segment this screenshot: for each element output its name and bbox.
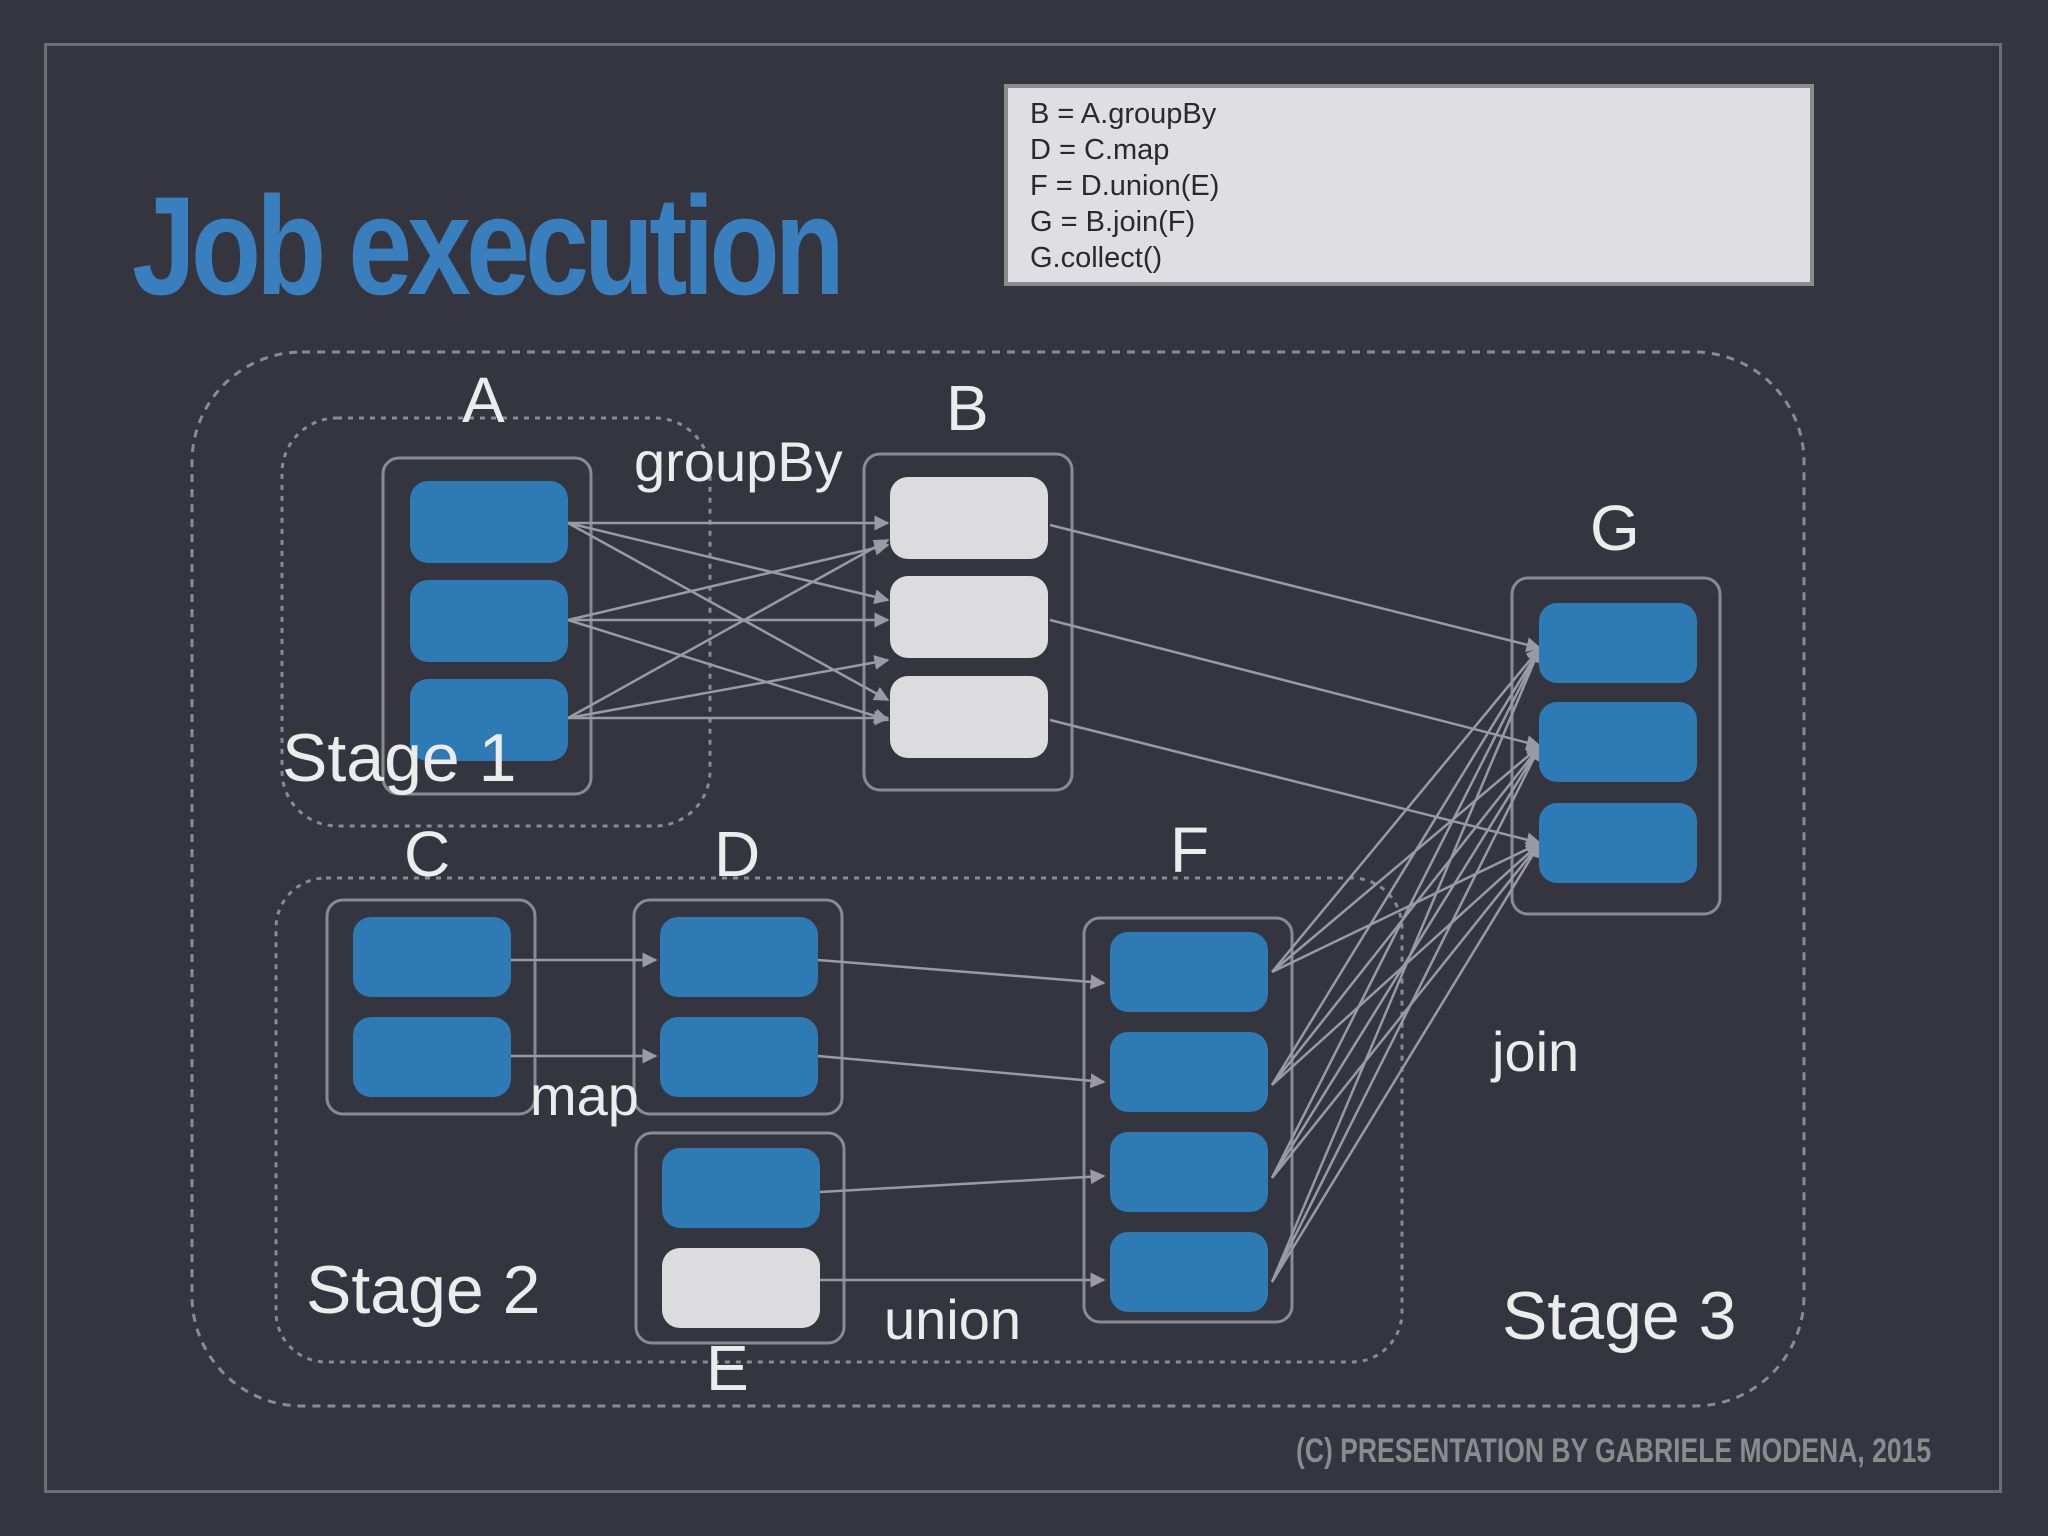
partition-e-1 bbox=[662, 1148, 820, 1228]
slide-frame bbox=[44, 43, 2002, 1493]
join-arrows-b bbox=[1049, 523, 1542, 847]
partition-c-1 bbox=[353, 917, 511, 997]
partition-d-1 bbox=[660, 917, 818, 997]
partition-a-2 bbox=[410, 580, 568, 662]
partition-f-4 bbox=[1110, 1232, 1268, 1312]
code-line: B = A.groupBy bbox=[1030, 98, 1217, 130]
rdd-label-c: C bbox=[404, 818, 451, 890]
stage-label-1: Stage 1 bbox=[282, 720, 517, 796]
stage-label-3: Stage 3 bbox=[1502, 1278, 1737, 1354]
partition-g-1 bbox=[1539, 603, 1697, 683]
rdd-label-f: F bbox=[1170, 814, 1210, 886]
stage-2-boundary bbox=[274, 876, 1404, 1364]
partition-g-3 bbox=[1539, 803, 1697, 883]
op-label-join: join bbox=[1492, 1020, 1580, 1083]
rdd-label-b: B bbox=[946, 372, 989, 444]
stage-3-boundary bbox=[190, 350, 1806, 1408]
partition-f-2 bbox=[1110, 1032, 1268, 1112]
footer-credit: (C) PRESENTATION BY GABRIELE MODENA, 201… bbox=[1296, 1432, 1932, 1470]
op-label-union: union bbox=[884, 1288, 1022, 1351]
slide-title: Job execution bbox=[132, 167, 845, 324]
partition-a-1 bbox=[410, 481, 568, 563]
partition-f-1 bbox=[1110, 932, 1268, 1012]
rdd-f-container bbox=[1082, 916, 1294, 1324]
op-label-groupby: groupBy bbox=[634, 430, 843, 493]
code-line: G = B.join(F) bbox=[1030, 206, 1196, 238]
rdd-label-d: D bbox=[714, 818, 761, 890]
rdd-label-g: G bbox=[1590, 492, 1640, 564]
partition-b-1 bbox=[890, 477, 1048, 559]
rdd-label-e: E bbox=[706, 1332, 749, 1404]
partition-c-2 bbox=[353, 1017, 511, 1097]
partition-g-2 bbox=[1539, 702, 1697, 782]
partition-d-2 bbox=[660, 1017, 818, 1097]
partition-f-3 bbox=[1110, 1132, 1268, 1212]
join-arrows-f bbox=[1270, 646, 1542, 1283]
map-arrows bbox=[510, 952, 658, 1064]
rdd-b-container bbox=[862, 452, 1074, 792]
code-line: F = D.union(E) bbox=[1030, 170, 1220, 202]
rdd-d-container bbox=[632, 898, 844, 1116]
partition-b-2 bbox=[890, 576, 1048, 658]
union-arrows bbox=[817, 958, 1106, 1288]
code-box: B = A.groupBy D = C.map F = D.union(E) G… bbox=[1004, 84, 1814, 286]
rdd-c-container bbox=[325, 898, 537, 1116]
rdd-label-a: A bbox=[462, 364, 505, 436]
code-line: G.collect() bbox=[1030, 242, 1163, 274]
partition-b-3 bbox=[890, 676, 1048, 758]
groupby-arrows bbox=[567, 515, 890, 726]
stage-label-2: Stage 2 bbox=[306, 1252, 541, 1328]
partition-e-2 bbox=[662, 1248, 820, 1328]
op-label-map: map bbox=[530, 1064, 639, 1127]
partition-a-3 bbox=[410, 679, 568, 761]
stage-1-boundary bbox=[280, 416, 712, 828]
code-line: D = C.map bbox=[1030, 134, 1170, 166]
rdd-e-container bbox=[634, 1131, 846, 1345]
rdd-g-container bbox=[1510, 576, 1722, 916]
